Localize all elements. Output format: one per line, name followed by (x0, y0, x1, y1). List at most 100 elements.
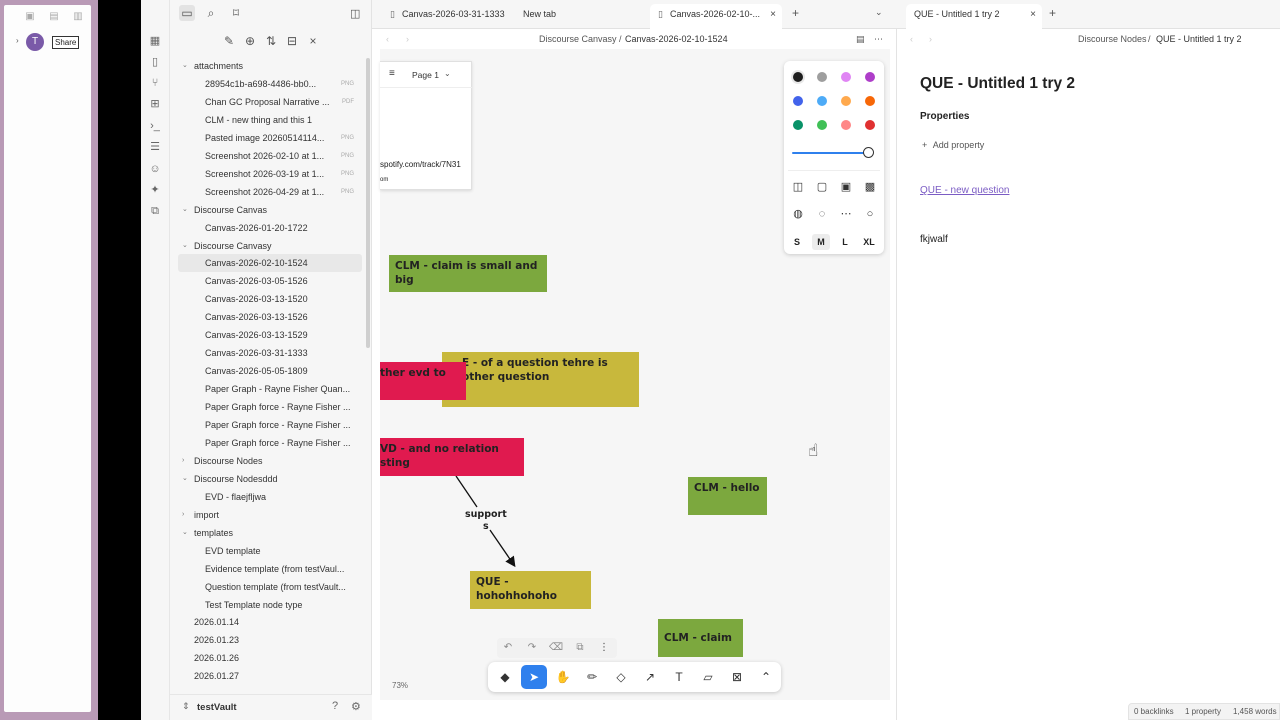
zoom-level[interactable]: 73% (392, 681, 409, 690)
dash-dotted-icon[interactable]: ⋯ (840, 208, 852, 220)
tree-file[interactable]: Screenshot 2026-03-19 at 1...PNG (178, 165, 362, 183)
edge-line-bottom[interactable] (489, 529, 516, 568)
color-swatch[interactable] (841, 120, 851, 130)
size-l[interactable]: L (842, 237, 848, 247)
tree-file[interactable]: 2026.01.26 (178, 649, 362, 667)
chevron-right-icon[interactable]: › (182, 456, 185, 464)
chevron-down-icon[interactable]: ⌄ (875, 7, 883, 17)
redo-icon[interactable]: ↷ (527, 642, 537, 653)
opacity-slider-handle[interactable] (863, 147, 874, 158)
list-icon[interactable]: ☰ (150, 141, 160, 153)
chevron-up-icon[interactable]: ⌃ (760, 670, 772, 684)
more-vertical-icon[interactable]: ⋮ (599, 642, 609, 653)
graph-icon[interactable]: ⑂ (151, 77, 159, 89)
tree-file[interactable]: Question template (from testVault... (178, 578, 362, 596)
color-swatch[interactable] (865, 120, 875, 130)
chevron-down-icon[interactable]: ⌄ (182, 474, 188, 482)
close-all-icon[interactable]: × (309, 34, 317, 48)
note-tool-icon[interactable]: ▱ (703, 670, 713, 684)
tree-file[interactable]: 2026.01.14 (178, 613, 362, 631)
mini-app-icon[interactable]: ▣ (25, 11, 35, 22)
plugin-icon[interactable]: ✦ (150, 184, 160, 196)
color-swatch[interactable] (793, 120, 803, 130)
search-icon[interactable]: ⌕ (207, 6, 215, 20)
hamburger-icon[interactable]: ≡ (389, 68, 395, 79)
settings-gear-icon[interactable]: ⚙ (351, 701, 361, 713)
tree-folder[interactable]: ⌄Discourse Canvasy (178, 237, 362, 255)
text-tool-icon[interactable]: T (675, 670, 683, 684)
chevron-down-icon[interactable]: ⌄ (182, 241, 188, 249)
tree-file[interactable]: EVD template (178, 542, 362, 560)
tree-folder[interactable]: ⌄templates (178, 524, 362, 542)
discourse-node-tool-icon[interactable]: ◆ (500, 670, 510, 684)
tab-que-untitled[interactable]: QUE - Untitled 1 try 2 × (906, 4, 1042, 29)
tree-file[interactable]: Canvas-2026-03-13-1529 (178, 326, 362, 344)
tree-file[interactable]: 2026.01.27 (178, 667, 362, 685)
forward-arrow-icon[interactable]: › (929, 34, 932, 44)
size-xl[interactable]: XL (863, 237, 875, 247)
dash-draw-icon[interactable]: ◍ (793, 208, 803, 220)
eraser-tool-icon[interactable]: ◇ (616, 670, 626, 684)
node-que-hoho[interactable]: QUE - hohohhohoho (470, 571, 591, 609)
forward-arrow-icon[interactable]: › (406, 34, 409, 44)
edge-label[interactable]: support (465, 509, 507, 520)
image-tool-icon[interactable]: ⊠ (731, 670, 743, 684)
tab-canvas-0210[interactable]: ▯ Canvas-2026-02-10-... × (650, 4, 782, 29)
tree-folder[interactable]: ⌄attachments (178, 57, 362, 75)
select-tool-icon[interactable]: ➤ (521, 665, 547, 689)
tree-file[interactable]: Paper Graph force - Rayne Fisher ... (178, 398, 362, 416)
tree-file[interactable]: Canvas-2026-01-20-1722 (178, 219, 362, 237)
new-folder-icon[interactable]: ⊕ (244, 34, 256, 48)
new-tab-plus-icon[interactable]: + (792, 6, 800, 20)
tree-file[interactable]: 2026.01.23 (178, 631, 362, 649)
new-tab-plus-icon[interactable]: + (1049, 6, 1057, 20)
copy-icon[interactable]: ⧉ (151, 205, 159, 217)
tree-file[interactable]: Canvas-2026-05-05-1809 (178, 362, 362, 380)
node-clm-small-big[interactable]: CLM - claim is small and big (389, 255, 547, 292)
terminal-icon[interactable]: ›_ (150, 120, 160, 132)
undo-icon[interactable]: ↶ (503, 642, 513, 653)
color-swatch[interactable] (817, 96, 827, 106)
vault-name[interactable]: testVault (197, 702, 237, 713)
pane-divider[interactable] (896, 29, 897, 720)
tree-file[interactable]: Chan GC Proposal Narrative ...PDF (178, 93, 362, 111)
vault-switch-icon[interactable]: ⇕ (182, 701, 190, 711)
property-count[interactable]: 1 property (1185, 707, 1222, 716)
tree-file[interactable]: Pasted image 20260514114...PNG (178, 129, 362, 147)
tree-file[interactable]: EVD - flaejfljwa (178, 488, 362, 506)
tree-file[interactable]: Screenshot 2026-04-29 at 1...PNG (178, 183, 362, 201)
size-s[interactable]: S (793, 237, 800, 247)
tree-file[interactable]: Canvas-2026-03-05-1526 (178, 272, 362, 290)
node-que-question[interactable]: E - of a question tehre is other questio… (442, 352, 639, 407)
tree-file[interactable]: Paper Graph - Rayne Fisher Quan... (178, 380, 362, 398)
tree-folder[interactable]: ⌄Discourse Canvas (178, 201, 362, 219)
calendar-icon[interactable]: ▦ (149, 35, 161, 47)
sidebar-scrollbar[interactable] (366, 58, 370, 348)
mini-chevron-icon[interactable]: › (16, 36, 19, 45)
tree-folder[interactable]: ›import (178, 506, 362, 524)
tree-file[interactable]: Evidence template (from testVaul... (178, 560, 362, 578)
chevron-down-icon[interactable]: ⌄ (182, 205, 188, 213)
tree-folder[interactable]: ›Discourse Nodes (178, 452, 362, 470)
draw-tool-icon[interactable]: ✏ (586, 670, 598, 684)
node-clm-claim1[interactable]: CLM - claim 1 (658, 619, 743, 657)
tree-file[interactable]: Screenshot 2026-02-10 at 1...PNG (178, 147, 362, 165)
breadcrumb-folder[interactable]: Discourse Nodes (1078, 34, 1147, 44)
delete-icon[interactable]: ⌫ (548, 642, 564, 653)
tree-file[interactable]: Canvas-2026-03-13-1526 (178, 308, 362, 326)
mini-doc-icon[interactable]: ▤ (49, 11, 59, 22)
color-swatch[interactable] (817, 120, 827, 130)
close-icon[interactable]: × (770, 9, 776, 20)
emoji-icon[interactable]: ☺ (149, 163, 161, 175)
arrow-tool-icon[interactable]: ↗ (644, 670, 656, 684)
tree-file[interactable]: Canvas-2026-02-10-1524 (178, 254, 362, 273)
back-arrow-icon[interactable]: ‹ (910, 34, 913, 44)
color-swatch[interactable] (841, 96, 851, 106)
breadcrumb-folder[interactable]: Discourse Canvasy (539, 34, 617, 44)
chevron-down-icon[interactable]: ⌄ (182, 62, 188, 69)
color-swatch[interactable] (865, 96, 875, 106)
tree-file[interactable]: Paper Graph force - Rayne Fisher ... (178, 434, 362, 452)
tree-file[interactable]: CLM - new thing and this 1 (178, 111, 362, 129)
node-evd-left[interactable]: ther evd to (380, 362, 466, 400)
fill-pattern-icon[interactable]: ▩ (864, 181, 876, 193)
